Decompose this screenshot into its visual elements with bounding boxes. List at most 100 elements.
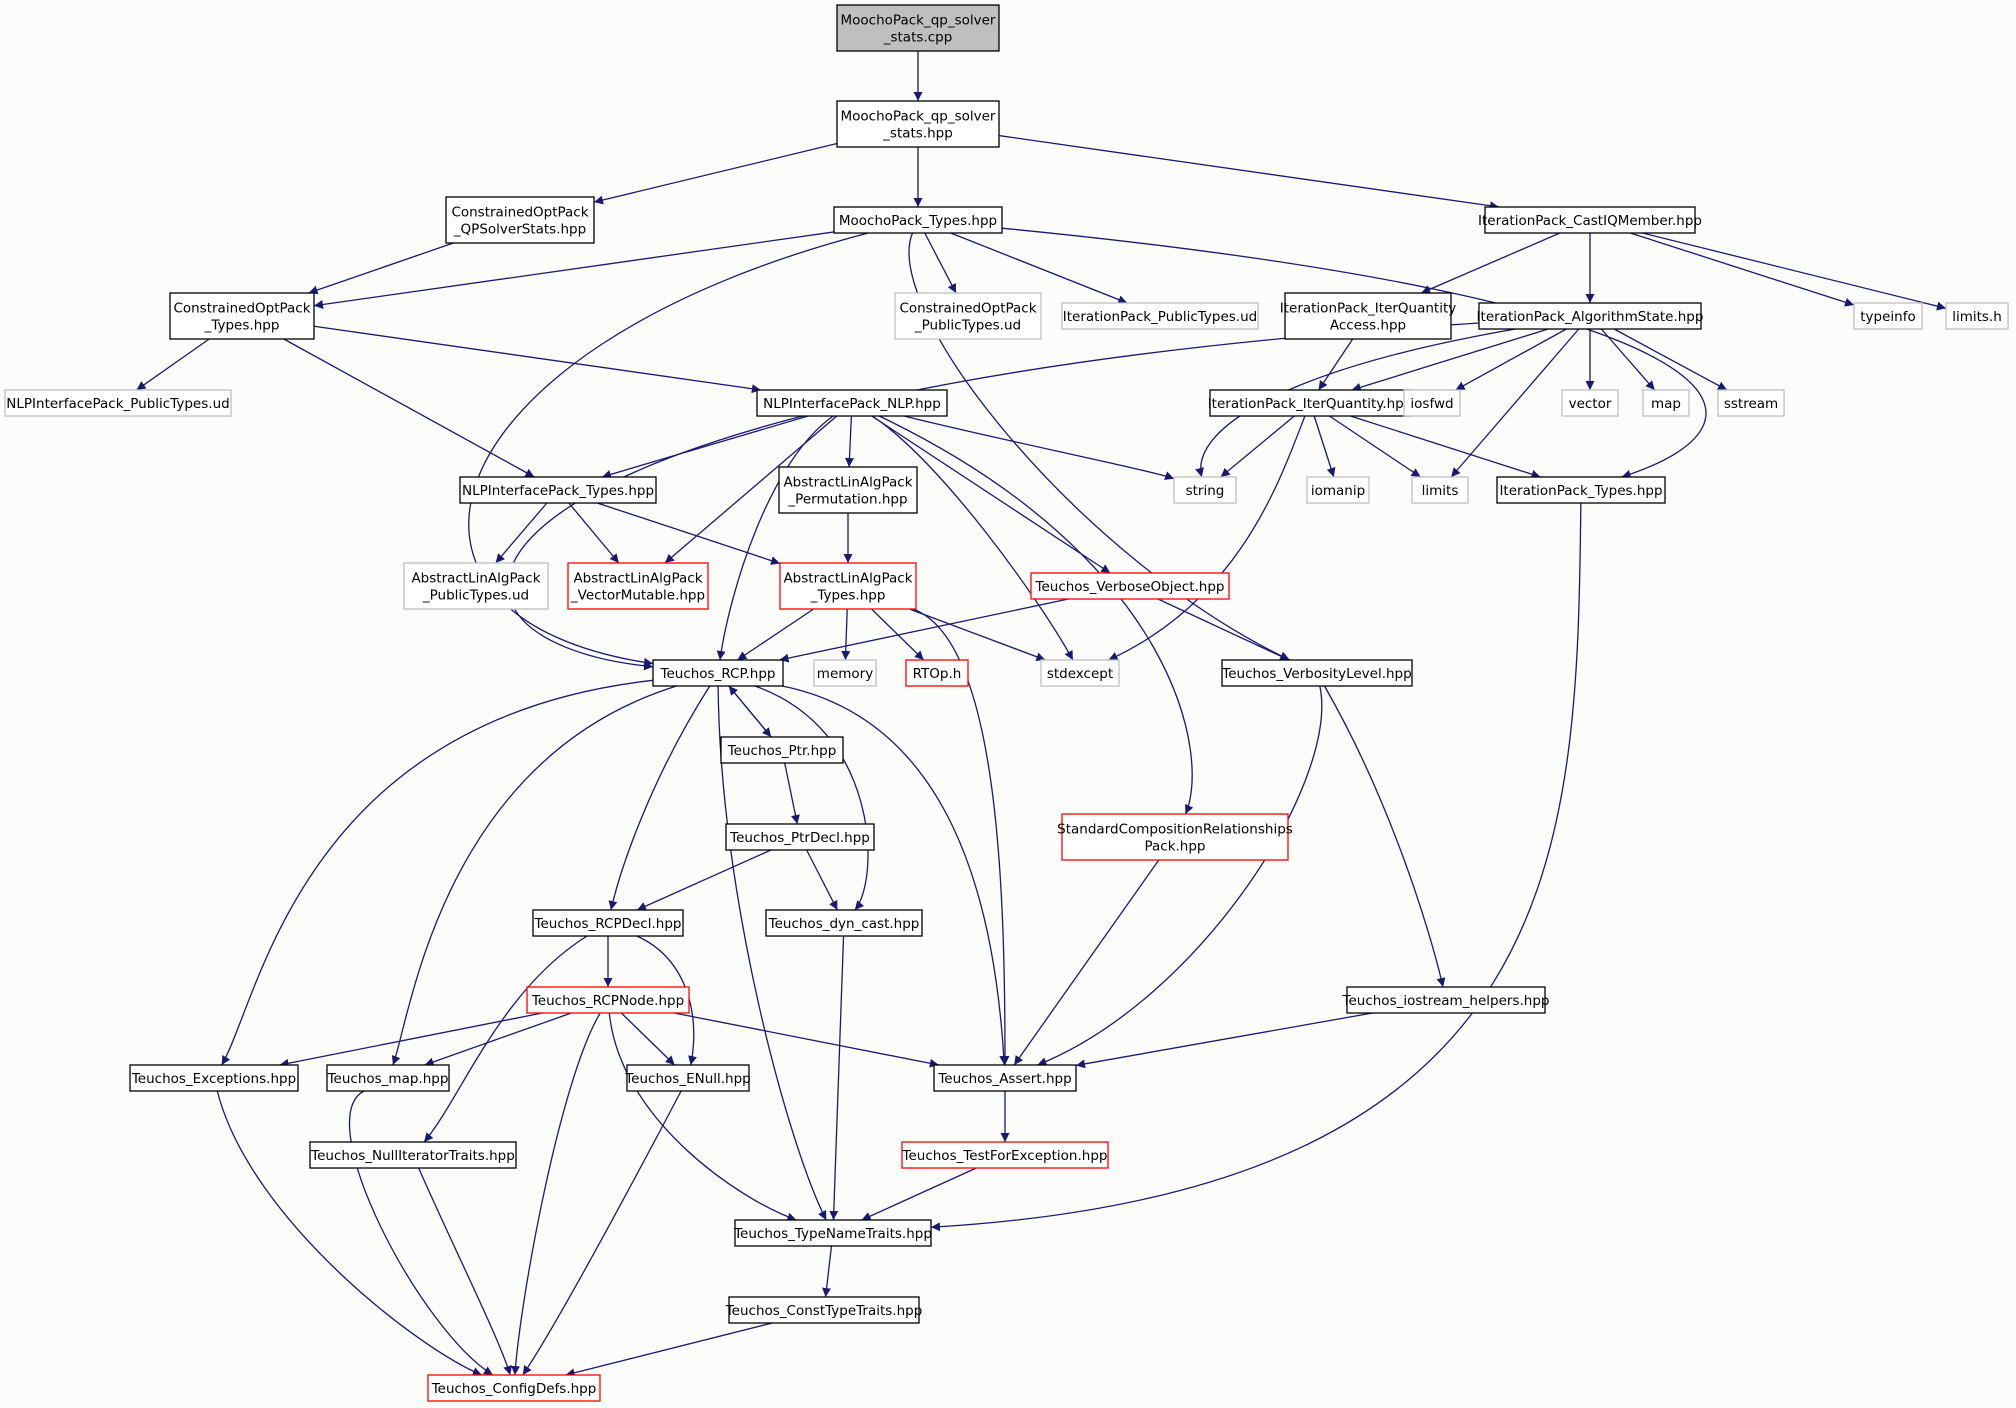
node-box (459, 476, 657, 504)
node-stdexcept: stdexcept (1040, 659, 1120, 687)
node-ala-perm[interactable]: AbstractLinAlgPack_Permutation.hpp (778, 466, 918, 514)
node-label: _stats.cpp (883, 30, 953, 46)
node-t-assert[interactable]: Teuchos_Assert.hpp (933, 1064, 1077, 1092)
node-label: iomanip (1311, 483, 1365, 499)
edge-nlp_nlp-to-ala_vecmut (664, 415, 838, 564)
node-ip-iterq[interactable]: IterationPack_IterQuantity.hpp (1208, 389, 1413, 417)
node-t-ptrdecl[interactable]: Teuchos_PtrDecl.hpp (725, 823, 875, 851)
edge-ip_castiq-to-typeinfo (1630, 232, 1855, 307)
edge-co_types-to-nlp_pubtypes (136, 338, 210, 391)
node-qpstats-hpp[interactable]: MoochoPack_qp_solver_stats.hpp (836, 100, 1000, 148)
node-label: _stats.hpp (882, 126, 953, 142)
node-label: ConstrainedOptPack (899, 301, 1036, 317)
node-box (326, 1064, 450, 1092)
node-ala-types[interactable]: AbstractLinAlgPack_Types.hpp (779, 562, 917, 610)
node-label: IterationPack_Types.hpp (1499, 483, 1662, 499)
node-t-rcpnode[interactable]: Teuchos_RCPNode.hpp (526, 986, 690, 1014)
edge-t_rcpnode-to-t_assert (674, 1012, 939, 1068)
node-ip-algstate[interactable]: IterationPack_AlgorithmState.hpp (1477, 302, 1704, 330)
node-box (725, 823, 875, 851)
edge-co_qpsolverstats-to-co_types (308, 242, 454, 295)
node-label: Access.hpp (1330, 318, 1406, 334)
node-label: Teuchos_ENull.hpp (624, 1071, 751, 1087)
node-box (778, 466, 918, 514)
node-t-ptr[interactable]: Teuchos_Ptr.hpp (720, 736, 844, 764)
node-box (1496, 476, 1666, 504)
node-map: map (1642, 389, 1690, 417)
node-label: map (1651, 396, 1681, 412)
node-box (734, 1219, 932, 1247)
node-label: AbstractLinAlgPack (783, 571, 912, 587)
node-box (532, 909, 684, 937)
node-iosfwd: iosfwd (1403, 389, 1461, 417)
node-box (567, 562, 709, 610)
node-rtop[interactable]: RTOp.h (905, 659, 969, 687)
node-ip-castiq[interactable]: IterationPack_CastIQMember.hpp (1478, 206, 1702, 234)
node-box (720, 736, 844, 764)
node-co-qpsolverstats[interactable]: ConstrainedOptPack_QPSolverStats.hpp (445, 196, 595, 244)
node-typeinfo: typeinfo (1853, 302, 1923, 330)
node-label: _QPSolverStats.hpp (453, 222, 586, 238)
node-ip-types[interactable]: IterationPack_Types.hpp (1496, 476, 1666, 504)
node-label: Teuchos_TypeNameTraits.hpp (733, 1226, 932, 1242)
node-t-tfe[interactable]: Teuchos_TestForException.hpp (901, 1141, 1109, 1169)
node-string: string (1173, 476, 1237, 504)
node-t-verblevel[interactable]: Teuchos_VerbosityLevel.hpp (1221, 659, 1413, 687)
node-box (652, 659, 784, 687)
node-t-enull[interactable]: Teuchos_ENull.hpp (624, 1064, 751, 1092)
edge-ip_iterq-to-string (1220, 415, 1295, 478)
edge-moocho_types-to-co_types (313, 231, 835, 309)
edge-moocho_types-to-t_verblevel (908, 232, 1291, 661)
node-nlp-nlp[interactable]: NLPInterfacePack_NLP.hpp (756, 389, 948, 417)
node-vector: vector (1561, 389, 1619, 417)
edge-ala_types-to-t_assert (912, 608, 1010, 1066)
node-t-rcp[interactable]: Teuchos_RCP.hpp (652, 659, 784, 687)
node-t-configdefs[interactable]: Teuchos_ConfigDefs.hpp (427, 1374, 601, 1402)
node-root[interactable]: MoochoPack_qp_solver_stats.cpp (836, 4, 1000, 52)
node-label: NLPInterfacePack_NLP.hpp (763, 396, 941, 412)
node-t-iohelpers[interactable]: Teuchos_iostream_helpers.hpp (1342, 986, 1550, 1014)
node-label: memory (817, 666, 873, 682)
edge-t_rcp-to-t_dyncast (754, 685, 869, 911)
node-t-rcpdecl[interactable]: Teuchos_RCPDecl.hpp (532, 909, 684, 937)
node-ala-vecmut[interactable]: AbstractLinAlgPack_VectorMutable.hpp (567, 562, 709, 610)
node-co-types[interactable]: ConstrainedOptPack_Types.hpp (169, 292, 315, 340)
edge-t_rcpdecl-to-t_nullit (423, 935, 588, 1143)
node-t-verboseobj[interactable]: Teuchos_VerboseObject.hpp (1030, 572, 1230, 600)
node-t-consttype[interactable]: Teuchos_ConstTypeTraits.hpp (725, 1296, 923, 1324)
node-box (1284, 292, 1452, 340)
node-label: iosfwd (1410, 396, 1453, 412)
node-box (1061, 813, 1289, 861)
node-t-typename[interactable]: Teuchos_TypeNameTraits.hpp (733, 1219, 932, 1247)
node-box (526, 986, 690, 1014)
node-box (1040, 659, 1120, 687)
node-t-dyncast[interactable]: Teuchos_dyn_cast.hpp (765, 909, 923, 937)
node-box (1478, 302, 1702, 330)
node-label: StandardCompositionRelationships (1057, 822, 1293, 838)
edge-nlp_types-to-ala_vecmut (568, 502, 620, 564)
node-nlp-types[interactable]: NLPInterfacePack_Types.hpp (459, 476, 657, 504)
node-label: stdexcept (1047, 666, 1113, 682)
edge-t_rcpnode-to-t_configdefs (511, 1012, 601, 1376)
node-label: Teuchos_VerboseObject.hpp (1035, 579, 1225, 595)
node-t-nullit[interactable]: Teuchos_NullIteratorTraits.hpp (309, 1141, 517, 1169)
edge-qpstats_hpp-to-co_qpsolverstats (593, 142, 838, 205)
node-label: RTOp.h (913, 666, 962, 682)
edge-ip_algstate-to-t_rcp (507, 322, 1480, 671)
node-t-exceptions[interactable]: Teuchos_Exceptions.hpp (129, 1064, 299, 1092)
node-box (1346, 986, 1546, 1014)
node-moocho-types[interactable]: MoochoPack_Types.hpp (833, 206, 1003, 234)
node-box (905, 659, 969, 687)
node-t-map[interactable]: Teuchos_map.hpp (326, 1064, 450, 1092)
nodes-layer: MoochoPack_qp_solver_stats.cppMoochoPack… (4, 4, 2009, 1402)
node-label: ConstrainedOptPack (451, 205, 588, 221)
node-box (1061, 302, 1259, 330)
edge-qpstats_hpp-to-ip_castiq (998, 134, 1500, 211)
edge-t_verboseobj-to-t_verblevel (1157, 598, 1290, 661)
node-box (1642, 389, 1690, 417)
edge-nlp_nlp-to-t_rcp (716, 415, 834, 661)
node-box (4, 389, 232, 417)
edge-ala_types-to-memory (841, 608, 851, 661)
